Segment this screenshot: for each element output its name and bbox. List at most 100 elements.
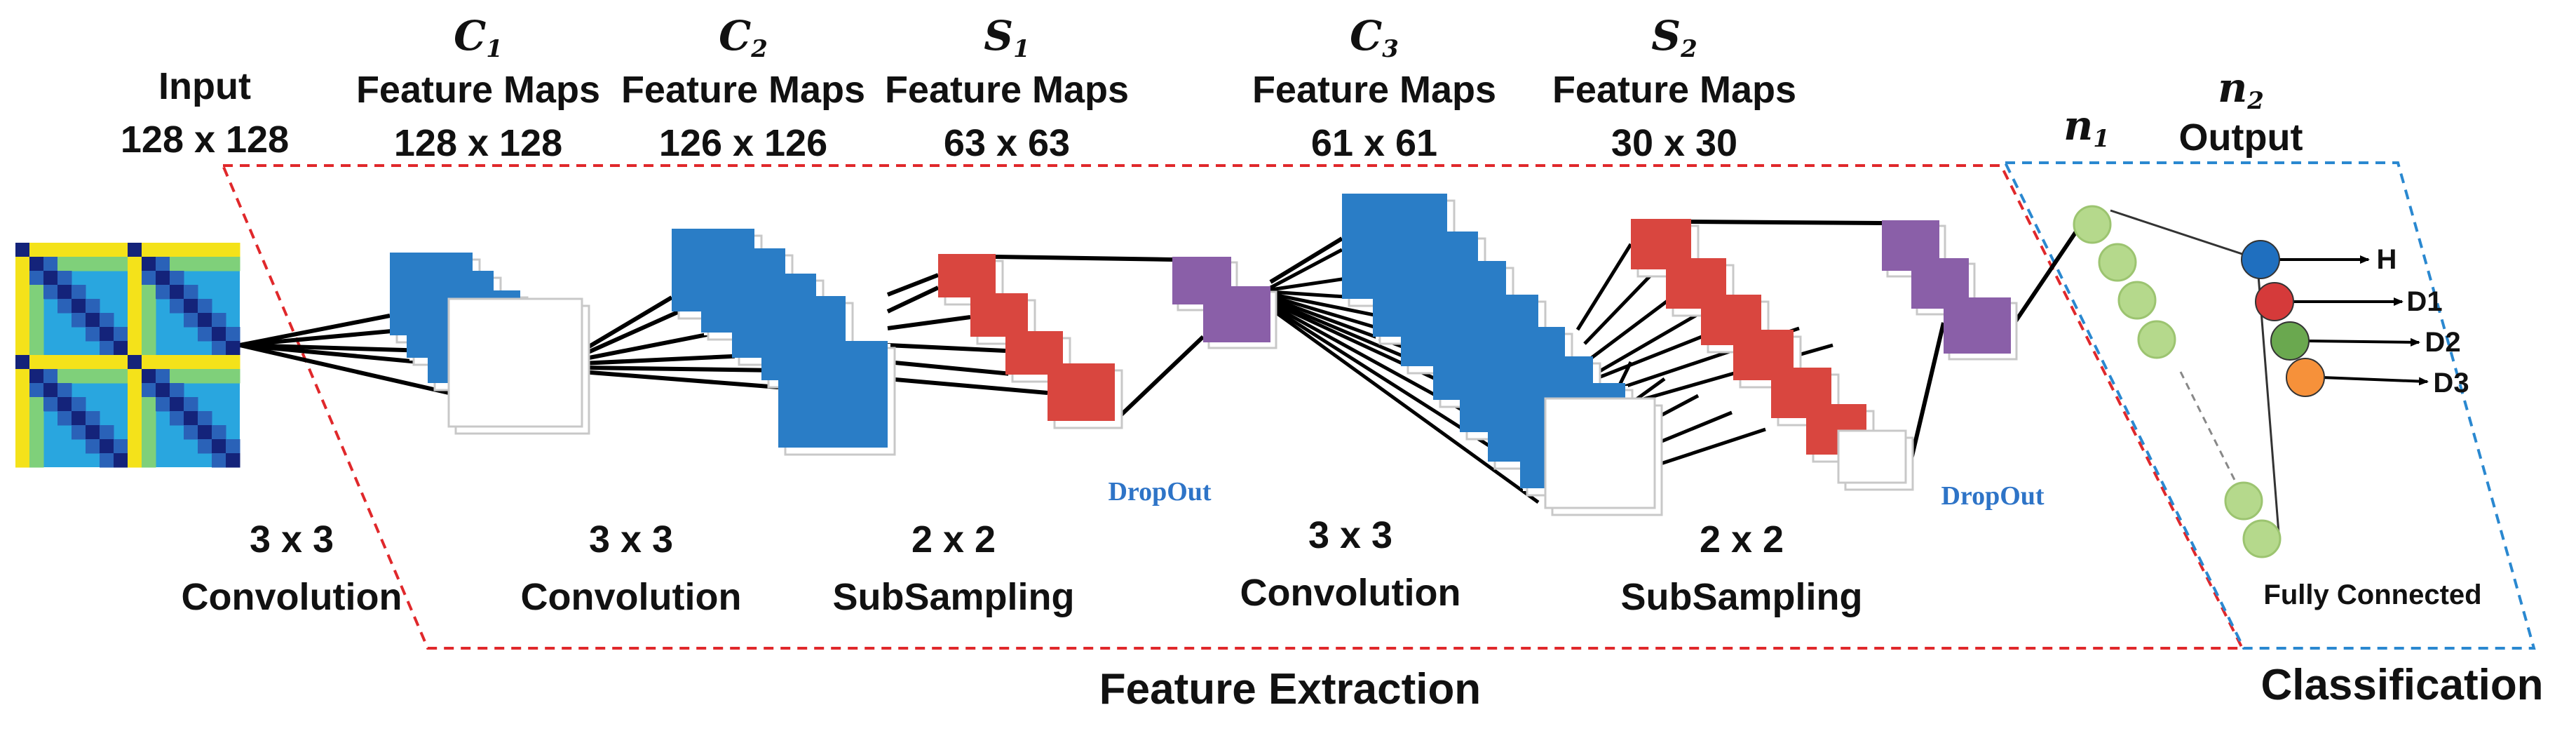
- input-matrix-cell: [100, 243, 114, 257]
- input-matrix-cell: [226, 453, 240, 468]
- input-matrix-cell: [142, 397, 156, 412]
- input-matrix-cell: [198, 425, 212, 440]
- input-matrix-cell: [212, 355, 226, 370]
- input-matrix-cell: [100, 341, 114, 356]
- hidden-node: [2137, 320, 2176, 359]
- input-matrix-cell: [29, 257, 44, 271]
- input-matrix-cell: [128, 425, 142, 440]
- input-matrix-cell: [128, 243, 142, 257]
- c3-map: [1544, 397, 1656, 509]
- input-matrix-cell: [29, 425, 44, 440]
- input-matrix-cell: [86, 439, 100, 454]
- input-matrix-cell: [170, 411, 184, 426]
- c3-header: C3 Feature Maps 61 x 61: [1252, 12, 1497, 164]
- output-arrow: [2321, 376, 2429, 386]
- input-matrix-cell: [100, 313, 114, 328]
- connection-line: [995, 255, 1173, 262]
- input-matrix-cell: [15, 243, 30, 257]
- output-node: [2270, 321, 2310, 361]
- input-matrix-cell: [128, 411, 142, 426]
- input-matrix-cell: [29, 271, 44, 286]
- c1-symbol: C1: [454, 12, 503, 63]
- input-matrix-cell: [15, 369, 30, 384]
- output-label-h: H: [2376, 244, 2397, 275]
- output-label-d3: D3: [2433, 368, 2469, 398]
- connection-line: [886, 273, 940, 297]
- connection-line: [887, 377, 1048, 395]
- input-matrix-cell: [72, 313, 86, 328]
- input-matrix-cell: [100, 369, 114, 384]
- input-matrix-cell: [114, 327, 128, 342]
- input-matrix-cell: [128, 271, 142, 286]
- input-matrix-cell: [29, 341, 44, 356]
- input-matrix-cell: [128, 453, 142, 468]
- input-matrix-cell: [198, 327, 212, 342]
- input-matrix-cell: [43, 271, 58, 286]
- input-matrix-cell: [57, 383, 72, 398]
- input-matrix-cell: [198, 313, 212, 328]
- input-matrix-cell: [29, 411, 44, 426]
- input-matrix-cell: [128, 369, 142, 384]
- input-matrix-cell: [212, 453, 226, 468]
- input-matrix-cell: [15, 411, 30, 426]
- input-matrix-cell: [57, 299, 72, 314]
- op1-label: 3 x 3 Convolution: [181, 518, 402, 618]
- s1-symbol: S1: [984, 12, 1030, 63]
- input-matrix-cell: [212, 327, 226, 342]
- n2-header: n2 Output: [2178, 64, 2303, 159]
- input-matrix-cell: [29, 453, 44, 468]
- input-matrix-cell: [57, 285, 72, 300]
- c2-map: [778, 341, 888, 448]
- input-matrix-cell: [170, 369, 184, 384]
- connection-line: [887, 315, 971, 330]
- input-matrix-cell: [184, 397, 198, 412]
- input-label: Input 128 x 128: [120, 65, 290, 161]
- input-matrix-cell: [43, 257, 58, 271]
- input-matrix-cell: [212, 341, 226, 356]
- input-matrix-cell: [128, 299, 142, 314]
- c1-map: [447, 297, 583, 428]
- input-matrix-cell: [100, 355, 114, 370]
- input-matrix-cell: [184, 355, 198, 370]
- input-matrix-cell: [57, 355, 72, 370]
- input-matrix-cell: [114, 355, 128, 370]
- hidden-node: [2242, 519, 2282, 558]
- output-node: [2286, 358, 2325, 397]
- input-matrix-cell: [15, 299, 30, 314]
- dropout-label-1: DropOut: [1108, 477, 1212, 507]
- connection-line: [886, 286, 940, 314]
- connection-line: [1269, 307, 1540, 504]
- input-matrix-cell: [142, 299, 156, 314]
- input-matrix-cell: [15, 425, 30, 440]
- feature-extraction-label: Feature Extraction: [1099, 665, 1482, 713]
- input-matrix-cell: [156, 285, 170, 300]
- input-matrix-cell: [15, 355, 30, 370]
- input-matrix-cell: [156, 397, 170, 412]
- hidden-node: [2224, 481, 2263, 521]
- input-matrix-cell: [57, 411, 72, 426]
- input-matrix-cell: [43, 397, 58, 412]
- dropout-label-2: DropOut: [1941, 481, 2045, 511]
- connection-line: [239, 343, 449, 395]
- output-node: [2255, 282, 2294, 321]
- input-matrix-cell: [142, 327, 156, 342]
- input-matrix-cell: [226, 439, 240, 454]
- input-matrix-cell: [142, 341, 156, 356]
- input-matrix-cell: [170, 243, 184, 257]
- input-matrix-cell: [114, 369, 128, 384]
- input-matrix-cell: [15, 313, 30, 328]
- input-matrix-cell: [114, 453, 128, 468]
- input-matrix-cell: [156, 355, 170, 370]
- input-matrix-cell: [198, 369, 212, 384]
- input-matrix-cell: [57, 257, 72, 271]
- input-matrix-cell: [15, 327, 30, 342]
- input-matrix-cell: [86, 355, 100, 370]
- input-matrix-cell: [184, 285, 198, 300]
- input-matrix-cell: [212, 425, 226, 440]
- input-matrix-cell: [72, 397, 86, 412]
- input-matrix-cell: [142, 369, 156, 384]
- input-matrix-cell: [72, 243, 86, 257]
- fully-connected-label: Fully Connected: [2263, 579, 2482, 610]
- output-label-d1: D1: [2406, 286, 2443, 317]
- input-matrix-cell: [29, 369, 44, 384]
